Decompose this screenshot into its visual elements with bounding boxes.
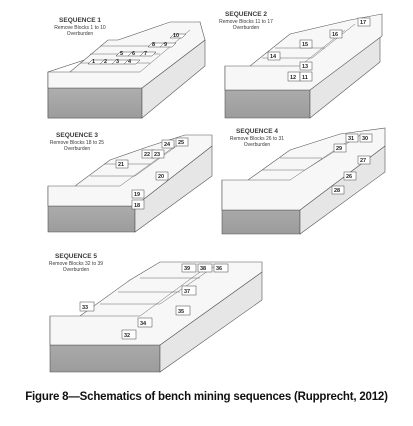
block-label: 7 [144,51,147,57]
pit-top [47,134,213,207]
block-label: 16 [332,32,338,38]
block-label: 35 [178,309,184,315]
panel-sequence-5: 32 34 35 37 39 38 36 33 SEQUENCE 5 Remov… [49,253,263,373]
block-label: 34 [140,321,147,327]
block-label: 15 [302,42,308,48]
panel-sequence-4: 28 27 26 29 31 30 SEQUENCE 4 Remove Bloc… [221,127,386,235]
sequence-1-block-labels: 1 2 3 4 5 6 7 8 9 10 [92,33,179,65]
panel-instruction: Remove Blocks 26 to 31 [230,136,284,142]
sequence-3-blocks [115,137,189,210]
block-label: 9 [164,42,167,48]
block-label: 4 [128,59,132,65]
block-label: 11 [302,75,308,81]
panel-title: SEQUENCE 1 [59,17,101,24]
panel-instruction: Remove Blocks 1 to 10 [54,25,106,31]
block-label: 36 [216,266,222,272]
block-label: 31 [348,136,354,142]
block-label: 6 [132,51,135,57]
figure-caption: Figure 8—Schematics of bench mining sequ… [25,391,388,403]
panel-overburden: Overburden [244,142,271,148]
sequence-5-blocks [79,263,229,340]
panel-sequence-2: 12 11 13 14 15 16 17 SEQUENCE 2 Remove B… [219,11,383,119]
block-label: 5 [120,51,123,57]
block-label: 14 [270,54,277,60]
block-label: 19 [134,192,140,198]
block-label: 25 [178,140,184,146]
sequence-4-blocks [331,133,373,195]
bench-schematics-figure: 1 2 3 4 5 6 7 8 9 10 SEQUENCE 1 Remove B… [47,11,386,373]
panel-sequence-3: 18 19 20 21 22 23 24 25 SEQUENCE 3 Remov… [47,132,213,233]
block-label: 21 [118,162,124,168]
sequence-4-block-labels: 28 27 26 29 31 30 [334,136,368,194]
sequence-3-block-labels: 18 19 20 21 22 23 24 25 [118,140,184,209]
panel-title: SEQUENCE 5 [55,253,97,260]
block-label: 13 [302,64,308,70]
block-label: 23 [154,152,160,158]
block-label: 1 [92,59,95,65]
block-label: 8 [152,42,155,48]
panel-instruction: Remove Blocks 32 to 39 [49,261,103,267]
pit-top [49,261,263,346]
panel-overburden: Overburden [67,31,94,37]
block-label: 10 [173,33,179,39]
panel-overburden: Overburden [64,146,91,152]
sequence-1-blocks [87,33,187,65]
panel-title: SEQUENCE 4 [236,128,278,135]
block-label: 2 [104,59,107,65]
block-label: 3 [116,59,119,65]
panel-title: SEQUENCE 2 [225,11,267,18]
block-label: 20 [158,174,164,180]
block-label: 39 [184,266,190,272]
block-label: 33 [82,305,88,311]
block-label: 29 [336,146,342,152]
sequence-2-block-labels: 12 11 13 14 15 16 17 [270,20,366,81]
block-label: 22 [144,152,150,158]
block-label: 24 [164,142,171,148]
panel-instruction: Remove Blocks 18 to 25 [50,140,104,146]
block-label: 27 [360,158,366,164]
block-label: 37 [184,289,190,295]
panel-title: SEQUENCE 3 [56,132,98,139]
block-label: 28 [334,188,340,194]
panel-overburden: Overburden [63,267,90,273]
block-label: 32 [124,333,130,339]
block-label: 12 [290,75,296,81]
block-label: 38 [200,266,206,272]
block-label: 26 [346,174,352,180]
block-label: 17 [360,20,366,26]
sequence-2-blocks [267,17,371,82]
panel-sequence-1: 1 2 3 4 5 6 7 8 9 10 SEQUENCE 1 Remove B… [47,17,206,119]
block-label: 18 [134,203,140,209]
panel-overburden: Overburden [233,25,260,31]
panel-instruction: Remove Blocks 11 to 17 [219,19,273,25]
block-label: 30 [362,136,368,142]
sequence-5-block-labels: 32 34 35 37 39 38 36 33 [82,266,222,339]
pit-top [224,13,383,91]
